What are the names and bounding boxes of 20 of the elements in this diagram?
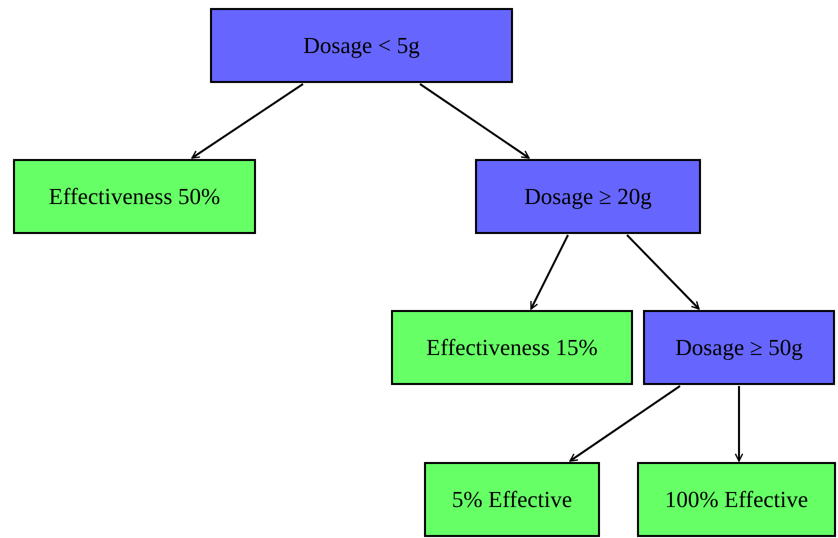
node-label: 5% Effective — [452, 486, 572, 512]
arrow — [569, 385, 681, 462]
decision-box — [475, 159, 701, 234]
node-label: Dosage ≥ 20g — [524, 184, 652, 210]
outcome-box — [391, 310, 633, 385]
node-label: Dosage < 5g — [303, 32, 420, 58]
decision-box — [210, 8, 513, 83]
arrow — [530, 234, 569, 310]
node-label: 100% Effective — [664, 486, 808, 512]
arrow — [734, 386, 744, 462]
arrow — [191, 83, 304, 159]
node-label: Effectiveness 15% — [426, 334, 598, 360]
outcome-box — [13, 159, 256, 234]
outcome-box — [637, 462, 836, 537]
node-label: Effectiveness 50% — [48, 184, 220, 210]
arrow — [626, 234, 700, 310]
arrow — [419, 83, 530, 159]
node-label: Dosage ≥ 50g — [675, 334, 803, 360]
decision-box — [643, 310, 835, 385]
outcome-box — [424, 462, 600, 537]
